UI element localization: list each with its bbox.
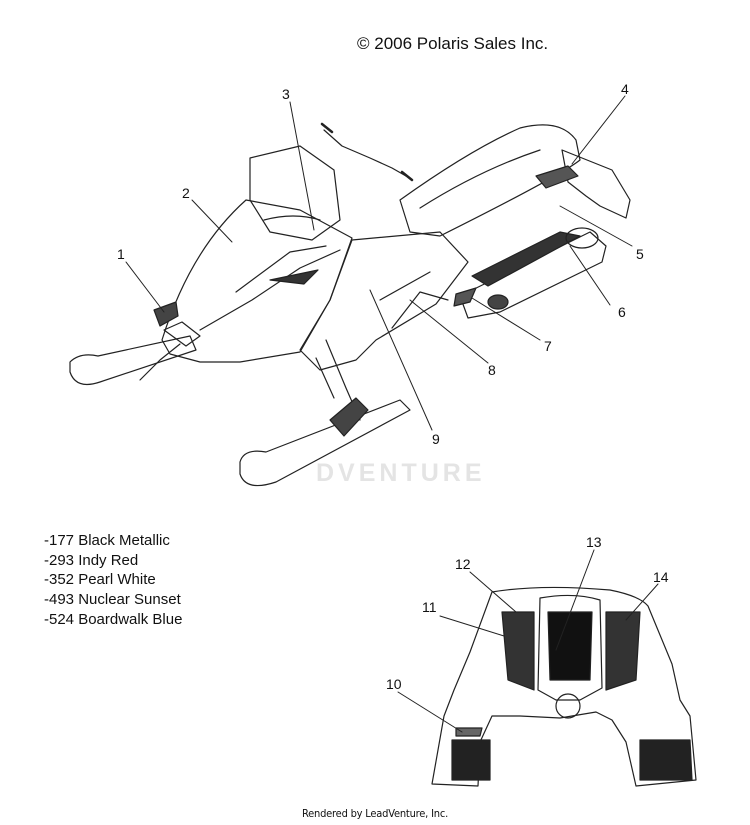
front-view-headlight <box>555 693 581 719</box>
callout-5: 5 <box>636 246 644 262</box>
side-badge <box>453 287 477 307</box>
front-view-windshield <box>537 594 603 701</box>
hood-vent <box>269 269 319 285</box>
rear-bumper <box>561 149 631 219</box>
callout-1: 1 <box>117 246 125 262</box>
front-view-decal-right <box>605 611 641 691</box>
front-view-decal-left <box>501 611 535 691</box>
handlebar <box>323 129 407 177</box>
rear-decal <box>535 165 579 189</box>
hood-crease <box>199 249 341 331</box>
hood-crease-upper <box>235 245 327 293</box>
color-code-item: -493 Nuclear Sunset <box>44 591 181 609</box>
windshield <box>249 145 341 241</box>
leader-13 <box>555 549 595 651</box>
leader-4 <box>571 95 626 165</box>
callout-12: 12 <box>455 556 471 572</box>
callout-9: 9 <box>432 431 440 447</box>
front-view-ski-right <box>639 739 693 781</box>
leader-8 <box>409 299 489 364</box>
leader-5 <box>559 205 633 247</box>
callout-8: 8 <box>488 362 496 378</box>
callout-3: 3 <box>282 86 290 102</box>
side-panel-graphic <box>379 271 449 329</box>
callout-4: 4 <box>621 81 629 97</box>
leader-10 <box>397 691 463 733</box>
leader-1 <box>125 261 165 313</box>
leader-lines-front-view <box>397 549 659 733</box>
leader-7 <box>471 297 541 341</box>
rendered-by-footer: Rendered by LeadVenture, Inc. <box>301 807 449 820</box>
leader-2 <box>191 199 233 243</box>
callout-6: 6 <box>618 304 626 320</box>
leader-6 <box>569 245 611 306</box>
headlight <box>163 321 201 347</box>
front-bumper-grip <box>153 301 179 327</box>
ski-spindle <box>329 397 369 437</box>
front-view-ski-left <box>451 739 491 781</box>
leader-14 <box>625 583 659 621</box>
color-code-item: -293 Indy Red <box>44 551 139 569</box>
seat <box>399 124 581 237</box>
color-code-item: -177 Black Metallic <box>44 532 170 549</box>
leader-lines-main <box>125 95 633 431</box>
leader-9 <box>369 289 433 431</box>
callout-7: 7 <box>544 338 552 354</box>
callout-13: 13 <box>586 534 602 550</box>
callout-11: 11 <box>422 599 437 615</box>
track-tunnel <box>459 231 607 319</box>
ski-right <box>69 335 197 385</box>
front-view-decal-center <box>547 611 593 681</box>
front-idler-wheel <box>487 294 509 310</box>
callout-10: 10 <box>386 676 402 692</box>
ski-left <box>239 399 411 487</box>
seat-seam <box>419 149 541 209</box>
leader-12 <box>469 571 517 613</box>
running-board-grip <box>471 231 581 287</box>
color-code-item: -352 Pearl White <box>44 571 156 589</box>
copyright-notice: © 2006 Polaris Sales Inc. <box>357 34 549 53</box>
rear-idler-wheel <box>565 227 599 249</box>
callout-2: 2 <box>182 185 190 201</box>
front-view-body <box>431 586 697 787</box>
side-panel <box>299 231 469 371</box>
front-view-illustration <box>431 586 697 787</box>
color-code-item: -524 Boardwalk Blue <box>44 610 183 628</box>
handlebar-grips <box>320 122 414 182</box>
callout-14: 14 <box>653 569 669 585</box>
watermark-text: DVENTURE <box>316 459 486 487</box>
front-view-decal-10 <box>455 727 483 737</box>
windshield-edge <box>263 215 321 221</box>
snowmobile-illustration <box>69 122 631 487</box>
leader-11 <box>439 615 505 637</box>
front-suspension-right <box>139 343 181 381</box>
color-code-list: -177 Black Metallic -293 Indy Red -352 P… <box>44 531 182 630</box>
leader-3 <box>289 101 315 231</box>
